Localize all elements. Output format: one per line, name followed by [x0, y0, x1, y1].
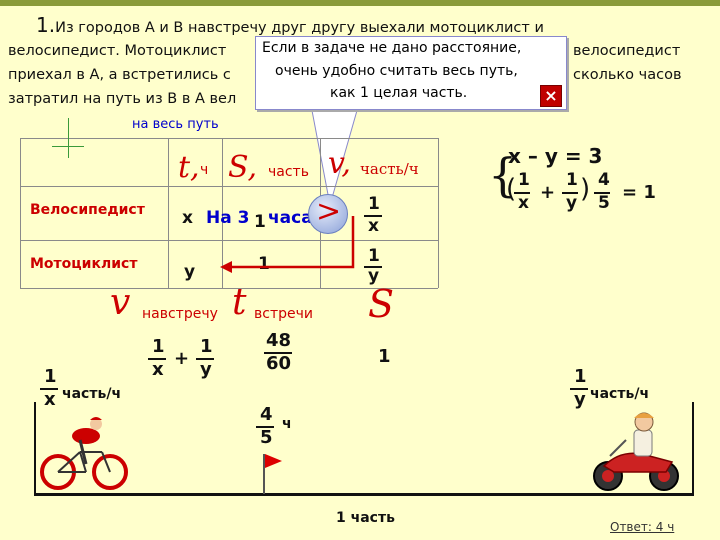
problem-line-1: Из городов А и В навстречу друг другу вы…	[55, 20, 544, 36]
table-border-left	[20, 138, 21, 288]
road-line	[34, 493, 694, 496]
meet-time-den: 5	[260, 427, 273, 448]
path-label: 1 часть	[336, 510, 395, 526]
system-brace: {	[488, 148, 518, 202]
row-moto-t: y	[184, 262, 196, 282]
meeting-t-sub: встречи	[254, 306, 313, 322]
row-moto-v-bar	[364, 266, 382, 268]
row-moto-s: 1	[258, 254, 270, 274]
meeting-s-value: 1	[378, 346, 391, 367]
row-cyclist-note-unit: часа	[268, 208, 313, 228]
arrow-connector	[220, 216, 355, 273]
cyclist-speed-num: 1	[44, 366, 57, 387]
callout-box	[255, 36, 567, 110]
meeting-time-bar	[264, 352, 292, 354]
meeting-vsum-plus: +	[174, 348, 190, 369]
cyclist-speed-bar	[40, 388, 58, 390]
problem-line-2b: велосипедист	[573, 43, 681, 59]
system-a-den: x	[518, 193, 529, 213]
system-b-bar	[562, 192, 578, 194]
row-cyclist-label: Велосипедист	[30, 202, 145, 218]
row-cyclist-t: x	[182, 208, 193, 228]
moto-speed-unit: часть/ч	[590, 386, 650, 402]
whole-path-label: на весь путь	[132, 117, 219, 132]
moto-speed-bar	[570, 388, 588, 390]
meeting-time-num: 48	[266, 330, 292, 351]
table-border-col1	[168, 138, 169, 288]
callout-line-3: как 1 целая часть.	[330, 85, 468, 101]
problem-line-2a: велосипедист. Мотоциклист	[8, 43, 227, 59]
system-plus: +	[540, 182, 556, 203]
close-callout-button[interactable]: ×	[540, 85, 562, 107]
header-t: t,	[178, 150, 200, 185]
meet-time-unit: ч	[282, 416, 292, 432]
meeting-t-symbol: t	[232, 282, 247, 323]
system-eq-result: = 1	[622, 182, 656, 203]
answer-label: Ответ: 4 ч	[610, 520, 675, 534]
system-eq-1: x – y = 3	[508, 144, 603, 168]
problem-number: 1.	[36, 13, 56, 37]
table-border-right	[438, 138, 439, 288]
callout-line-1: Если в задаче не дано расстояние,	[262, 40, 522, 56]
row-moto-v-den: y	[368, 266, 380, 286]
row-moto-label: Мотоциклист	[30, 256, 138, 272]
moto-speed-den: y	[574, 389, 586, 410]
meeting-vsum-b-bar	[196, 358, 214, 360]
meet-time-num: 4	[260, 404, 273, 425]
meeting-vsum-a-num: 1	[152, 336, 165, 357]
table-border-top	[20, 138, 438, 139]
system-a-num: 1	[518, 170, 530, 190]
system-paren-close: )	[580, 174, 591, 204]
row-cyclist-v-num: 1	[368, 194, 380, 214]
header-t-unit: ч	[200, 162, 209, 178]
row-cyclist-v-den: x	[368, 216, 379, 236]
meet-time-bar	[256, 426, 274, 428]
motorcyclist-icon	[593, 412, 679, 491]
meeting-vsum-b-den: y	[200, 359, 212, 380]
system-c-den: 5	[598, 193, 610, 213]
row-cyclist-v-bar	[364, 215, 382, 217]
meeting-v-symbol: v	[110, 282, 131, 323]
meeting-vsum-a-den: x	[152, 359, 164, 380]
meeting-flag-icon	[263, 454, 282, 494]
cross-mark-v	[68, 118, 69, 158]
meeting-vsum-b-num: 1	[200, 336, 213, 357]
row-cyclist-s: 1	[254, 212, 266, 232]
table-border-col2	[222, 138, 223, 288]
meeting-vsum-a-bar	[148, 358, 166, 360]
system-c-bar	[594, 192, 610, 194]
road-right-post	[692, 402, 694, 494]
problem-line-3b: сколько часов	[573, 67, 682, 83]
compare-circle	[308, 194, 348, 234]
table-border-bottom	[20, 288, 438, 289]
header-s-unit: часть	[268, 164, 309, 180]
system-b-den: y	[566, 193, 578, 213]
system-a-bar	[514, 192, 530, 194]
row-moto-v-num: 1	[368, 246, 380, 266]
header-s: S,	[228, 150, 258, 185]
header-v: v,	[328, 146, 351, 181]
top-border	[0, 0, 720, 6]
meeting-v-sub: навстречу	[142, 306, 218, 322]
compare-greater-sign: >	[316, 194, 342, 229]
moto-speed-num: 1	[574, 366, 587, 387]
cross-mark-h	[52, 146, 84, 147]
table-border-header	[20, 186, 438, 187]
system-b-num: 1	[566, 170, 578, 190]
callout-line-2: очень удобно считать весь путь,	[275, 63, 518, 79]
road-left-post	[34, 402, 36, 494]
system-paren-open: (	[506, 174, 517, 204]
table-border-row1	[20, 240, 438, 241]
problem-line-3a: приехал в А, а встретились с	[8, 67, 231, 83]
system-c-num: 4	[598, 170, 610, 190]
cyclist-icon	[40, 417, 128, 490]
cyclist-speed-den: x	[44, 389, 56, 410]
meeting-time-den: 60	[266, 353, 292, 374]
cyclist-speed-unit: часть/ч	[62, 386, 122, 402]
meeting-s-symbol: S	[368, 282, 395, 326]
row-cyclist-note: На 3	[206, 208, 250, 228]
header-v-unit: часть/ч	[360, 160, 419, 178]
problem-line-4a: затратил на путь из В в А вел	[8, 91, 237, 107]
